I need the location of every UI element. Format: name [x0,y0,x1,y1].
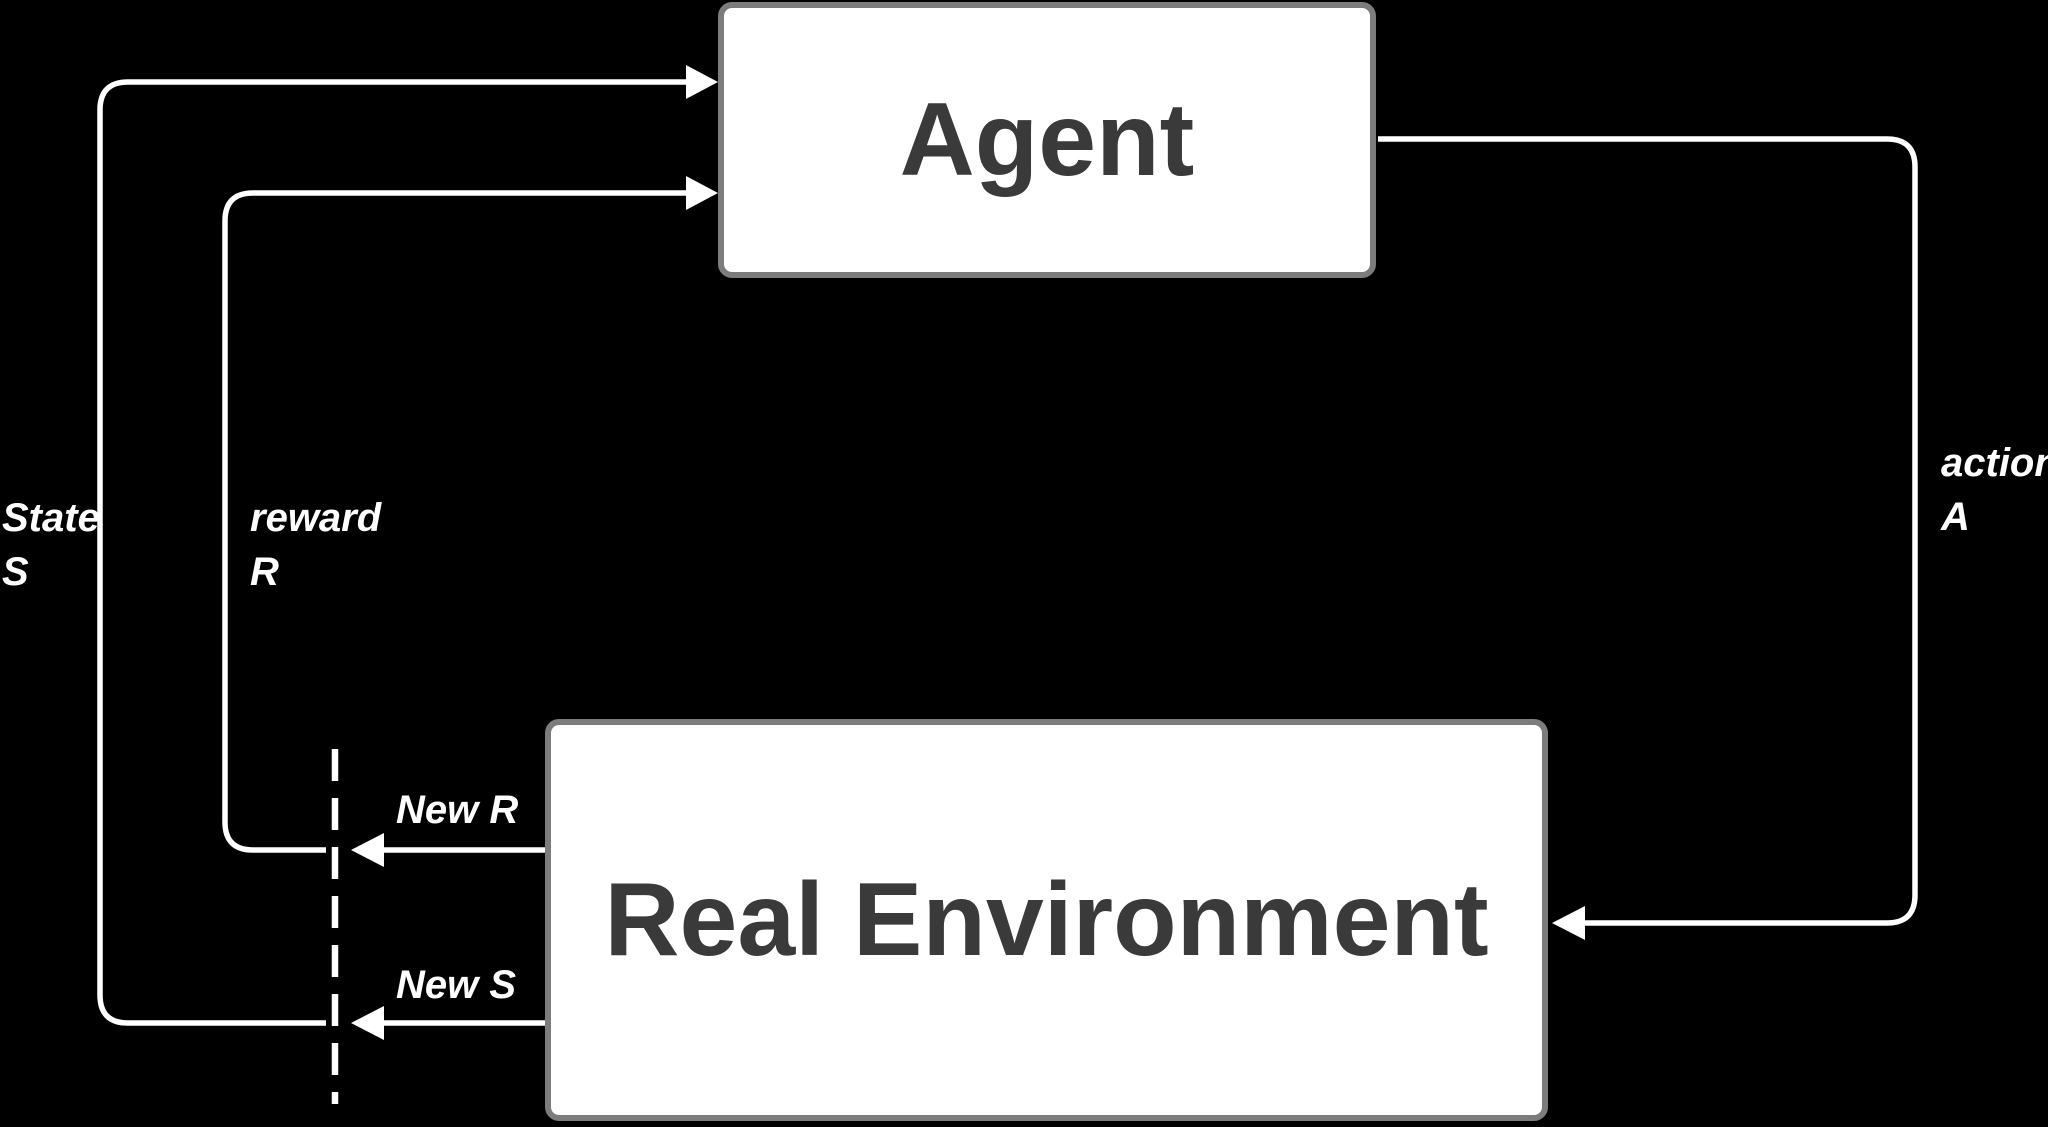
reward-edge-label-line2: R [250,550,279,594]
action-arrowhead-icon [1552,906,1585,940]
state-arrowhead-icon [686,65,718,99]
action-edge-label-line1: action [1941,441,2048,485]
state-edge-label-line1: State [2,496,100,540]
state-edge-label: State S [2,491,100,599]
new-s-edge-label: New S [396,963,517,1007]
action-edge-line [1378,136,1918,926]
reward-edge-line [222,190,690,853]
new-r-edge-label: New R [396,788,519,832]
reward-edge-label: reward R [250,491,381,599]
reward-arrowhead-icon [686,176,718,210]
new-s-arrowhead-icon [351,1006,384,1040]
action-edge-label-line2: A [1941,495,1970,539]
real-environment-node: Real Environment [545,719,1548,1121]
state-edge-label-line2: S [2,550,29,594]
reward-edge-label-line1: reward [250,496,382,540]
real-environment-node-label: Real Environment [604,861,1489,978]
agent-node: Agent [718,2,1376,278]
new-r-arrowhead-icon [351,833,384,867]
action-edge-label: action A [1941,436,2048,544]
state-edge-line [97,79,690,1026]
agent-node-label: Agent [899,81,1195,198]
